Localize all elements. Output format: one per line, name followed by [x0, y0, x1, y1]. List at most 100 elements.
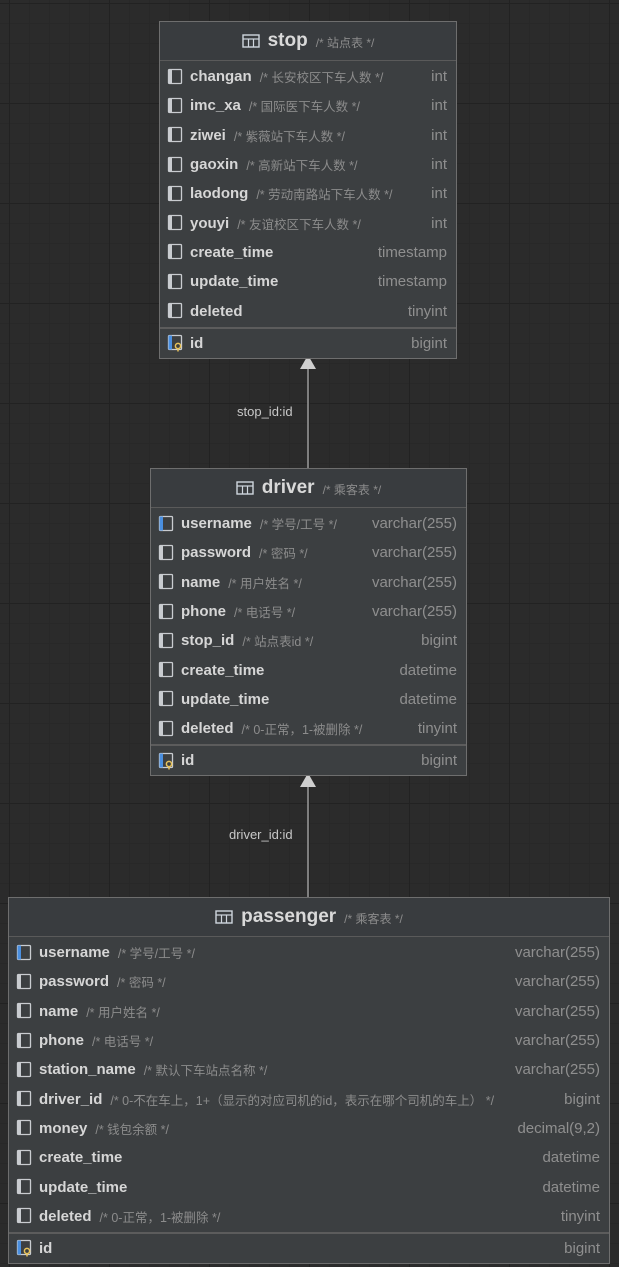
column-name: update_time [190, 273, 279, 291]
column-type: varchar(255) [371, 515, 457, 533]
column-name: phone [39, 1032, 84, 1050]
column-icon [16, 1178, 32, 1195]
column-row-name[interactable]: name/* 用户姓名 */varchar(255) [151, 568, 466, 597]
column-icon [16, 1090, 32, 1107]
table-driver[interactable]: driver/* 乘客表 */username/* 学号/工号 */varcha… [150, 468, 467, 777]
column-name: deleted [181, 720, 234, 738]
column-comment: /* 友谊校区下车人数 */ [237, 217, 361, 232]
table-icon [215, 910, 233, 924]
relation-label-stop-id: stop_id:id [237, 404, 293, 419]
column-comment: /* 国际医下车人数 */ [248, 100, 360, 115]
column-type: decimal(9,2) [517, 1119, 600, 1137]
column-comment: /* 用户姓名 */ [86, 1005, 160, 1020]
column-row-username[interactable]: username/* 学号/工号 */varchar(255) [151, 509, 466, 538]
column-name: create_time [190, 243, 274, 261]
column-type: int [431, 156, 447, 174]
column-icon [16, 1120, 32, 1136]
column-row-name[interactable]: name/* 用户姓名 */varchar(255) [9, 997, 609, 1026]
column-row-create-time[interactable]: create_time datetime [151, 655, 466, 684]
column-row-deleted[interactable]: deleted/* 0-正常，1-被删除 */tinyint [9, 1202, 609, 1231]
column-name: youyi [190, 214, 230, 232]
column-icon [16, 1032, 32, 1048]
column-icon [16, 1208, 32, 1224]
primary-key-icon [158, 752, 174, 770]
passenger-driver-arrowhead [300, 773, 316, 787]
column-row-password[interactable]: password/* 密码 */varchar(255) [151, 538, 466, 567]
column-icon [16, 973, 32, 990]
column-row-laodong[interactable]: laodong/* 劳动南路站下车人数 */int [160, 179, 456, 208]
column-name: phone [181, 603, 226, 621]
table-header[interactable]: driver/* 乘客表 */ [151, 469, 466, 508]
column-icon [167, 185, 183, 201]
primary-key-icon [167, 335, 183, 352]
primary-key-icon [16, 1240, 32, 1257]
column-comment: /* 钱包余额 */ [95, 1122, 169, 1137]
column-row-id[interactable]: id bigint [9, 1234, 609, 1263]
relation-label-driver-id: driver_id:id [229, 827, 293, 842]
column-icon [16, 1149, 32, 1165]
column-row-username[interactable]: username/* 学号/工号 */varchar(255) [9, 938, 609, 967]
column-comment: /* 劳动南路站下车人数 */ [256, 188, 393, 203]
column-comment: /* 默认下车站点名称 */ [143, 1064, 268, 1079]
column-name: money [39, 1119, 88, 1137]
column-type: bigint [564, 1239, 600, 1257]
column-type: bigint [564, 1090, 600, 1108]
column-row-driver-id[interactable]: driver_id/* 0-不在车上，1+（显示的对应司机的id，表示在哪个司机… [9, 1084, 609, 1113]
column-row-youyi[interactable]: youyi/* 友谊校区下车人数 */int [160, 208, 456, 237]
table-header[interactable]: passenger/* 乘客表 */ [9, 898, 609, 937]
column-type: int [431, 126, 447, 144]
column-icon [167, 302, 183, 319]
column-row-phone[interactable]: phone/* 电话号 */varchar(255) [9, 1026, 609, 1055]
column-icon [158, 544, 174, 561]
column-row-create-time[interactable]: create_time timestamp [160, 238, 456, 267]
column-type: varchar(255) [371, 573, 457, 591]
column-name: update_time [39, 1178, 128, 1196]
column-row-phone[interactable]: phone/* 电话号 */varchar(255) [151, 597, 466, 626]
column-icon [167, 68, 183, 84]
column-type: timestamp [377, 243, 447, 261]
column-row-password[interactable]: password/* 密码 */varchar(255) [9, 967, 609, 996]
column-icon [16, 1003, 32, 1019]
column-type: bigint [421, 632, 457, 650]
column-row-changan[interactable]: changan/* 长安校区下车人数 */int [160, 62, 456, 91]
column-comment: /* 紫薇站下车人数 */ [233, 129, 345, 144]
column-name: password [39, 973, 110, 991]
column-row-money[interactable]: money /* 钱包余额 */ decimal(9,2) [9, 1114, 609, 1143]
column-type: varchar(255) [514, 1002, 600, 1020]
table-passenger[interactable]: passenger/* 乘客表 */username/* 学号/工号 */var… [8, 897, 610, 1264]
column-type: datetime [542, 1149, 600, 1167]
column-type: tinyint [407, 302, 447, 320]
column-row-station-name[interactable]: station_name/* 默认下车站点名称 */varchar(255) [9, 1055, 609, 1084]
column-icon [167, 214, 183, 231]
table-comment: /* 乘客表 */ [322, 483, 382, 497]
column-name: username [181, 515, 252, 533]
column-name: gaoxin [190, 156, 239, 174]
column-row-ziwei[interactable]: ziwei/* 紫薇站下车人数 */int [160, 121, 456, 150]
column-name: id [39, 1239, 53, 1257]
column-type: datetime [399, 690, 457, 708]
column-type: varchar(255) [514, 973, 600, 991]
column-row-gaoxin[interactable]: gaoxin/* 高新站下车人数 */int [160, 150, 456, 179]
column-type: datetime [399, 661, 457, 679]
column-row-imc-xa[interactable]: imc_xa/* 国际医下车人数 */int [160, 91, 456, 120]
table-header[interactable]: stop/* 站点表 */ [160, 22, 456, 61]
column-name: changan [190, 68, 252, 86]
column-comment: /* 密码 */ [259, 547, 308, 562]
column-name: driver_id [39, 1090, 103, 1108]
column-type: varchar(255) [514, 1061, 600, 1079]
column-type: int [431, 97, 447, 115]
column-icon [167, 244, 183, 260]
column-name: create_time [181, 661, 265, 679]
column-row-deleted[interactable]: deleted/* 0-正常，1-被删除 */tinyint [151, 714, 466, 743]
column-row-stop-id[interactable]: stop_id/* 站点表id */bigint [151, 626, 466, 655]
column-name: username [39, 944, 110, 962]
